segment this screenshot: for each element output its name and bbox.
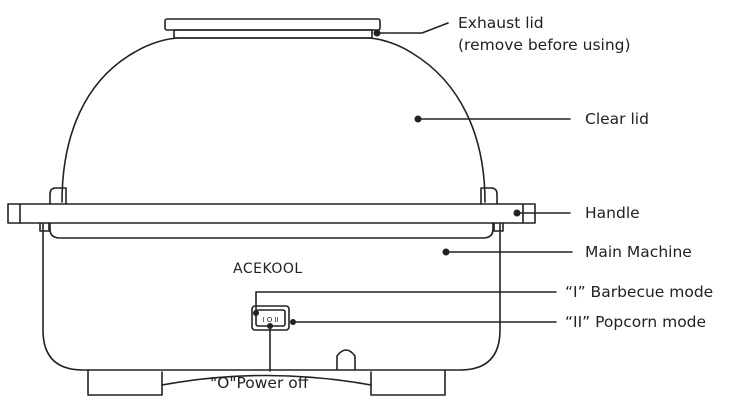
label-barbecue-mode: “I” Barbecue mode: [565, 283, 714, 301]
right-clip: [493, 222, 504, 232]
right-foot: [370, 369, 446, 396]
label-exhaust-lid-note: (remove before using): [458, 36, 631, 54]
dot-exhaust-lid: [373, 29, 381, 37]
label-clear-lid: Clear lid: [585, 110, 649, 128]
dot-handle: [513, 209, 521, 217]
brand-logo: ACEKOOL: [233, 261, 303, 277]
dot-barbecue: [253, 310, 259, 316]
leader-exhaust-lid: [376, 22, 449, 34]
switch-markings: I O II: [262, 316, 278, 324]
leader-barbecue: [255, 291, 557, 314]
label-main-machine: Main Machine: [585, 243, 692, 261]
label-power-off: "O"Power off: [210, 374, 309, 392]
left-foot: [87, 369, 163, 396]
body-rim: [49, 222, 494, 239]
label-popcorn-mode: “II” Popcorn mode: [565, 313, 707, 331]
left-lid-tab: [49, 187, 67, 205]
leader-lines: [255, 22, 573, 372]
base-curve: [161, 374, 372, 386]
label-handle: Handle: [585, 204, 640, 222]
exhaust-lid: [164, 18, 381, 39]
main-machine-body: [42, 222, 501, 371]
right-lid-tab: [480, 187, 498, 205]
clear-lid-dome: [61, 37, 486, 203]
dot-clear-lid: [414, 115, 422, 123]
left-clip: [39, 222, 50, 232]
label-exhaust-lid: Exhaust lid: [458, 14, 544, 32]
dot-power-off: [267, 323, 273, 329]
dot-main-machine: [442, 248, 450, 256]
dot-popcorn: [290, 319, 296, 325]
rear-notch: [336, 349, 356, 371]
leader-dots: [253, 29, 521, 329]
handle-bar: [7, 203, 536, 224]
